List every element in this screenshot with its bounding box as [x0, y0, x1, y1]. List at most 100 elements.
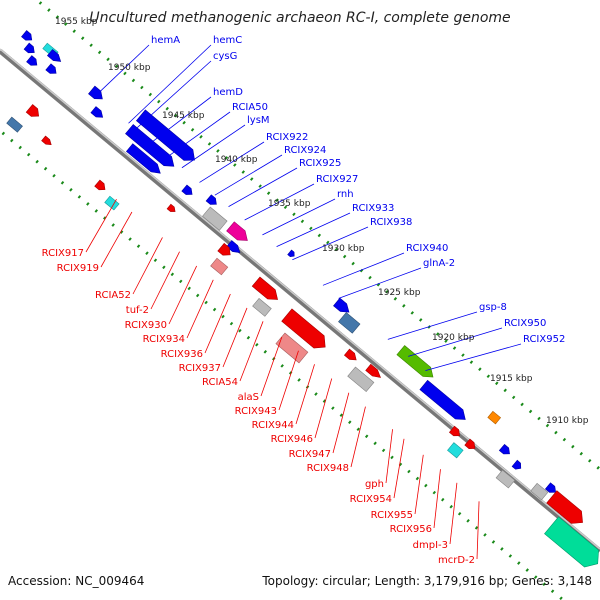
leader-line-minus — [433, 469, 441, 529]
leader-line-plus — [408, 327, 503, 357]
gene-label-gph[interactable]: gph — [365, 479, 384, 490]
leader-line-plus — [135, 60, 212, 130]
gene-label-RCIX919[interactable]: RCIX919 — [57, 263, 99, 274]
feature-plus — [333, 297, 350, 313]
feature-plus — [205, 194, 217, 205]
gene-label-RCIA54[interactable]: RCIA54 — [202, 377, 238, 388]
gene-label-gsp-8[interactable]: gsp-8 — [479, 302, 507, 313]
feature-plus — [88, 85, 103, 100]
gene-label-RCIX954[interactable]: RCIX954 — [350, 494, 392, 505]
feature-plus — [26, 55, 38, 66]
leader-line-plus — [128, 44, 212, 124]
leader-line-minus — [385, 429, 393, 484]
feature-plus — [45, 63, 57, 74]
feature-cyan — [447, 442, 464, 459]
leader-line-plus — [387, 311, 478, 340]
gene-label-RCIX933[interactable]: RCIX933 — [352, 203, 394, 214]
gene-label-RCIX922[interactable]: RCIX922 — [266, 132, 308, 143]
gene-label-RCIX943[interactable]: RCIX943 — [235, 406, 277, 417]
gene-label-cysG[interactable]: cysG — [213, 51, 237, 62]
gene-label-RCIA52[interactable]: RCIA52 — [95, 290, 131, 301]
feature-plus — [544, 482, 557, 493]
leader-line-minus — [295, 364, 315, 425]
feature-minus — [281, 308, 326, 349]
gene-label-RCIX924[interactable]: RCIX924 — [284, 145, 326, 156]
tick-label: 1935 kbp — [268, 199, 311, 209]
feature-plus — [21, 30, 33, 41]
leader-line-minus — [393, 438, 405, 499]
leader-line-minus — [449, 482, 458, 545]
gene-label-tuf-2[interactable]: tuf-2 — [126, 305, 149, 316]
tick-track-inner — [0, 128, 566, 600]
leader-line-plus — [425, 343, 522, 372]
gene-label-RCIX917[interactable]: RCIX917 — [42, 248, 84, 259]
leader-line-plus — [262, 198, 336, 236]
feature-minus — [365, 363, 381, 378]
feature-pink — [275, 332, 309, 364]
gene-label-hemD[interactable]: hemD — [213, 87, 243, 98]
gene-label-lysM[interactable]: lysM — [247, 115, 270, 126]
feature-cyan — [104, 195, 120, 211]
gene-label-hemC[interactable]: hemC — [213, 35, 242, 46]
leader-line-minus — [314, 378, 333, 439]
feature-pseudo — [347, 366, 375, 393]
gene-label-RCIX938[interactable]: RCIX938 — [370, 217, 412, 228]
gene-label-mcrD-2[interactable]: mcrD-2 — [438, 555, 475, 566]
leader-line-minus — [132, 237, 163, 295]
leader-line-minus — [239, 321, 264, 382]
feature-green — [396, 345, 434, 378]
leader-line-minus — [278, 350, 299, 411]
feature-minus — [166, 203, 176, 212]
tick-label: 1945 kbp — [162, 111, 205, 121]
gene-label-RCIX936[interactable]: RCIX936 — [161, 349, 203, 360]
feature-pseudo — [202, 206, 228, 231]
leader-line-plus — [214, 154, 283, 196]
gene-label-dmpI-3[interactable]: dmpI-3 — [413, 540, 448, 551]
gene-label-hemA[interactable]: hemA — [151, 35, 180, 46]
tick-label: 1910 kbp — [546, 416, 589, 426]
gene-label-RCIX947[interactable]: RCIX947 — [289, 449, 331, 460]
gene-label-RCIX944[interactable]: RCIX944 — [252, 420, 294, 431]
genome-backbone — [0, 49, 600, 553]
feature-plus — [125, 124, 175, 167]
gene-label-RCIX940[interactable]: RCIX940 — [406, 243, 448, 254]
feature-minus — [448, 425, 460, 437]
leader-line-plus — [228, 167, 298, 207]
gene-label-RCIX934[interactable]: RCIX934 — [143, 334, 185, 345]
gene-label-RCIX955[interactable]: RCIX955 — [371, 510, 413, 521]
feature-magenta — [226, 221, 248, 241]
leader-line-minus — [204, 293, 231, 354]
leader-line-minus — [150, 251, 180, 310]
map-title: Uncultured methanogenic archaeon RC-I, c… — [89, 10, 510, 26]
tick-label: 1920 kbp — [432, 333, 475, 343]
label-leader-lines — [85, 44, 522, 560]
gene-label-RCIX927[interactable]: RCIX927 — [316, 174, 358, 185]
feature-minus — [25, 104, 40, 117]
gene-label-glnA-2[interactable]: glnA-2 — [423, 258, 455, 269]
leader-line-minus — [332, 392, 350, 454]
gene-label-RCIX930[interactable]: RCIX930 — [125, 320, 167, 331]
leader-line-plus — [167, 111, 231, 157]
gene-label-RCIX952[interactable]: RCIX952 — [523, 334, 565, 345]
tick-labels: 1955 kbp 1950 kbp 1945 kbp 1940 kbp 1935… — [55, 17, 589, 426]
leader-line-plus — [181, 124, 246, 169]
gene-label-RCIX950[interactable]: RCIX950 — [504, 318, 546, 329]
gene-label-RCIA50[interactable]: RCIA50 — [232, 102, 268, 113]
feature-pink — [210, 257, 229, 276]
feature-plus — [90, 106, 104, 118]
feature-plus — [419, 379, 466, 420]
gene-label-RCIX956[interactable]: RCIX956 — [390, 524, 432, 535]
feature-minus — [251, 276, 278, 300]
leader-line-minus — [260, 336, 283, 397]
gene-label-RCIX946[interactable]: RCIX946 — [271, 434, 313, 445]
gene-label-RCIX925[interactable]: RCIX925 — [299, 158, 341, 169]
gene-label-rnh[interactable]: rnh — [337, 189, 354, 200]
gene-label-alaS[interactable]: alaS — [238, 392, 259, 403]
gene-label-RCIX937[interactable]: RCIX937 — [179, 363, 221, 374]
feature-minus — [546, 490, 583, 524]
plus-strand-labels: hemA hemC cysG hemD RCIA50 lysM RCIX922 … — [151, 35, 565, 345]
gene-label-RCIX948[interactable]: RCIX948 — [307, 463, 349, 474]
tick-label: 1940 kbp — [215, 155, 258, 165]
